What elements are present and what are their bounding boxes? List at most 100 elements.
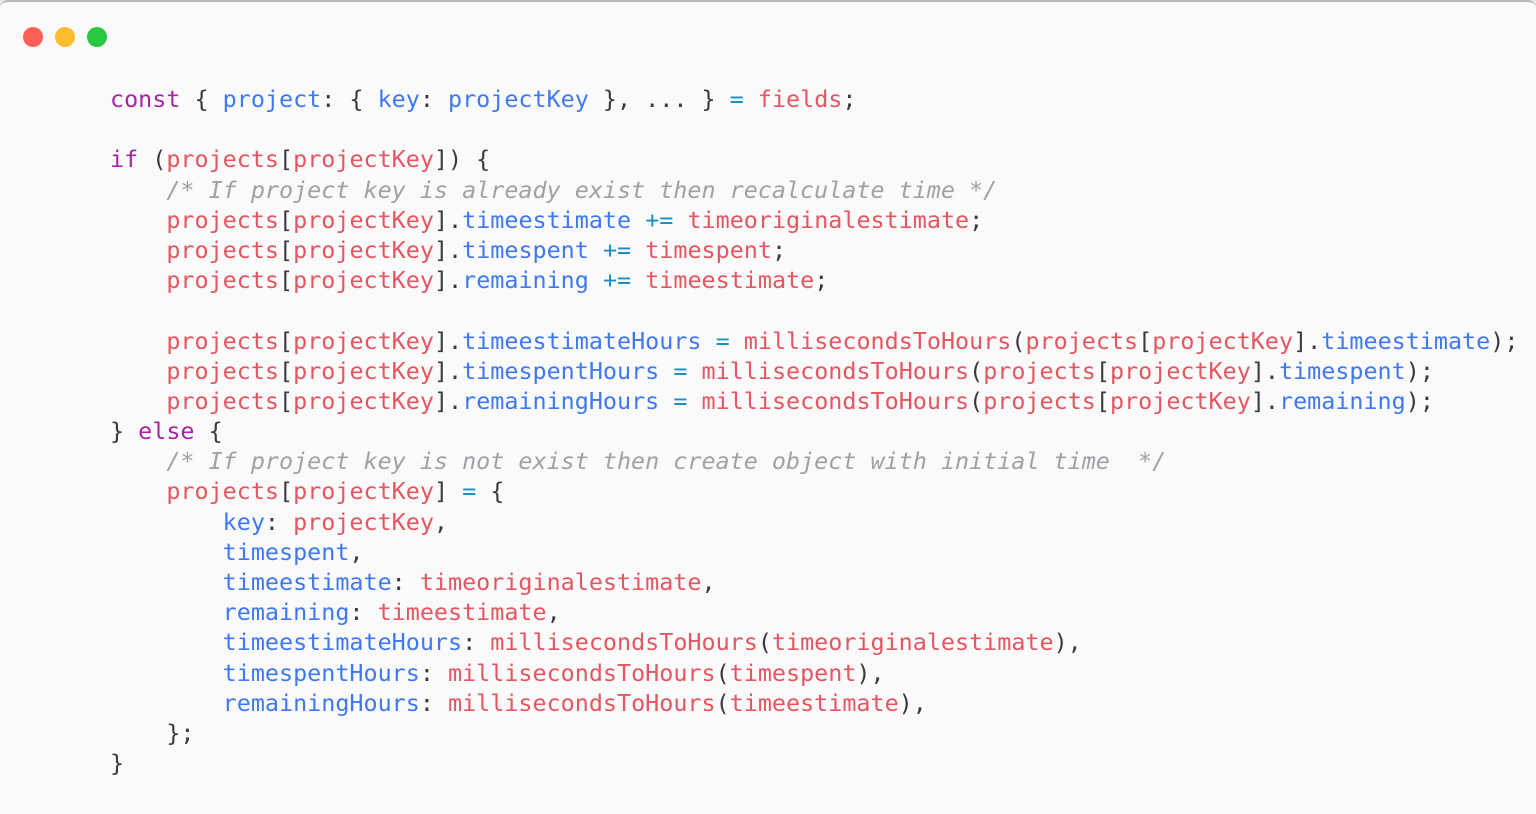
code-line: /* If project key is already exist then … bbox=[110, 175, 1518, 205]
close-button-icon[interactable] bbox=[23, 27, 43, 47]
code-token: [ bbox=[279, 386, 294, 415]
code-token bbox=[110, 206, 166, 234]
code-token bbox=[730, 327, 744, 355]
code-token: [ bbox=[279, 356, 294, 385]
code-token: millisecondsToHours bbox=[448, 658, 716, 687]
code-token bbox=[110, 357, 166, 385]
code-line bbox=[110, 295, 1518, 325]
code-line: projects[projectKey].remainingHours = mi… bbox=[110, 386, 1518, 416]
code-token: projects bbox=[983, 386, 1096, 415]
code-token: : { bbox=[321, 85, 378, 113]
code-token: timeestimateHours bbox=[462, 326, 702, 355]
code-token: timeestimate bbox=[462, 205, 632, 234]
code-line: /* If project key is not exist then crea… bbox=[110, 446, 1518, 476]
code-line: projects[projectKey].timespent += timesp… bbox=[110, 235, 1518, 265]
code-token: += bbox=[602, 266, 632, 295]
code-token: timeoriginalestimate bbox=[771, 628, 1054, 657]
code-token: : bbox=[264, 507, 294, 536]
code-token bbox=[110, 598, 223, 626]
code-token: ] bbox=[433, 477, 463, 506]
code-token: projects bbox=[166, 386, 280, 415]
code-token: += bbox=[602, 235, 632, 264]
code-token bbox=[110, 659, 223, 687]
code-token: = bbox=[729, 85, 744, 113]
code-token: ), bbox=[1053, 628, 1082, 657]
code-token: projects bbox=[166, 205, 280, 234]
code-token: project bbox=[222, 85, 322, 113]
code-token: [ bbox=[279, 235, 294, 264]
code-line: key: projectKey, bbox=[110, 507, 1518, 537]
code-token bbox=[687, 357, 701, 385]
code-token bbox=[110, 508, 223, 536]
code-token: ]. bbox=[433, 326, 463, 355]
code-token: millisecondsToHours bbox=[701, 356, 970, 385]
code-line: projects[projectKey].timeestimate += tim… bbox=[110, 205, 1518, 235]
code-token bbox=[110, 327, 166, 355]
code-token: key bbox=[222, 507, 265, 536]
code-token: = bbox=[715, 326, 730, 355]
code-line: projects[projectKey].timeestimateHours =… bbox=[110, 326, 1518, 356]
code-token: ]. bbox=[1293, 326, 1322, 355]
code-token: projects bbox=[166, 326, 280, 355]
code-token: millisecondsToHours bbox=[701, 386, 970, 415]
code-token: = bbox=[673, 356, 688, 385]
code-token: key bbox=[377, 85, 420, 113]
code-token: ( bbox=[138, 145, 167, 174]
code-token: if bbox=[110, 145, 139, 174]
code-token: projectKey bbox=[293, 235, 434, 264]
code-token bbox=[659, 357, 673, 385]
code-line: projects[projectKey].remaining += timees… bbox=[110, 265, 1518, 295]
code-token: timeestimateHours bbox=[222, 628, 463, 657]
code-token: [ bbox=[279, 145, 294, 174]
code-token bbox=[659, 387, 673, 415]
code-token bbox=[110, 447, 166, 475]
code-line: projects[projectKey].timespentHours = mi… bbox=[110, 356, 1518, 386]
code-token: ; bbox=[969, 205, 984, 234]
code-token: , bbox=[701, 568, 716, 596]
code-token bbox=[687, 387, 701, 415]
code-token: timespent bbox=[645, 235, 772, 264]
zoom-button-icon[interactable] bbox=[87, 27, 107, 47]
traffic-lights bbox=[23, 27, 107, 47]
code-token: timeestimate bbox=[377, 598, 547, 627]
code-token: [ bbox=[279, 266, 294, 295]
code-token: ; bbox=[842, 85, 857, 113]
code-line: } bbox=[110, 748, 1518, 778]
code-token: : bbox=[391, 568, 420, 596]
code-line: remainingHours: millisecondsToHours(time… bbox=[110, 688, 1518, 718]
code-token: }, ... } bbox=[588, 85, 730, 113]
code-token: millisecondsToHours bbox=[448, 688, 716, 717]
code-token: projectKey bbox=[293, 266, 434, 295]
code-line: remaining: timeestimate, bbox=[110, 597, 1518, 627]
code-token: ( bbox=[969, 356, 984, 385]
code-token: millisecondsToHours bbox=[490, 628, 758, 657]
code-token: remainingHours bbox=[462, 386, 660, 415]
code-token: [ bbox=[1095, 356, 1110, 385]
code-token: { bbox=[180, 85, 223, 113]
minimize-button-icon[interactable] bbox=[55, 27, 75, 47]
code-token: ; bbox=[814, 266, 829, 295]
code-token bbox=[110, 387, 166, 415]
code-token: projectKey bbox=[1109, 386, 1251, 415]
code-token: timespentHours bbox=[462, 356, 660, 385]
code-token: ( bbox=[715, 688, 730, 717]
code-token: ]. bbox=[1250, 356, 1279, 385]
code-line: }; bbox=[110, 718, 1518, 748]
code-token: ), bbox=[898, 688, 927, 717]
code-token: , bbox=[349, 537, 364, 566]
code-token: projectKey bbox=[293, 356, 434, 385]
code-token bbox=[110, 266, 166, 294]
code-token bbox=[673, 206, 687, 234]
code-line: timeestimate: timeoriginalestimate, bbox=[110, 567, 1518, 597]
code-token: timeoriginalestimate bbox=[687, 205, 970, 234]
code-token: ]. bbox=[433, 205, 463, 234]
code-token: remainingHours bbox=[222, 688, 420, 717]
code-token: const bbox=[110, 85, 181, 113]
code-token: = bbox=[673, 386, 688, 415]
code-token: projects bbox=[166, 356, 280, 385]
code-token: projects bbox=[166, 266, 280, 295]
code-token: /* If project key is not exist then crea… bbox=[166, 447, 1167, 476]
code-token bbox=[110, 689, 223, 717]
code-token: timeestimate bbox=[222, 568, 392, 596]
